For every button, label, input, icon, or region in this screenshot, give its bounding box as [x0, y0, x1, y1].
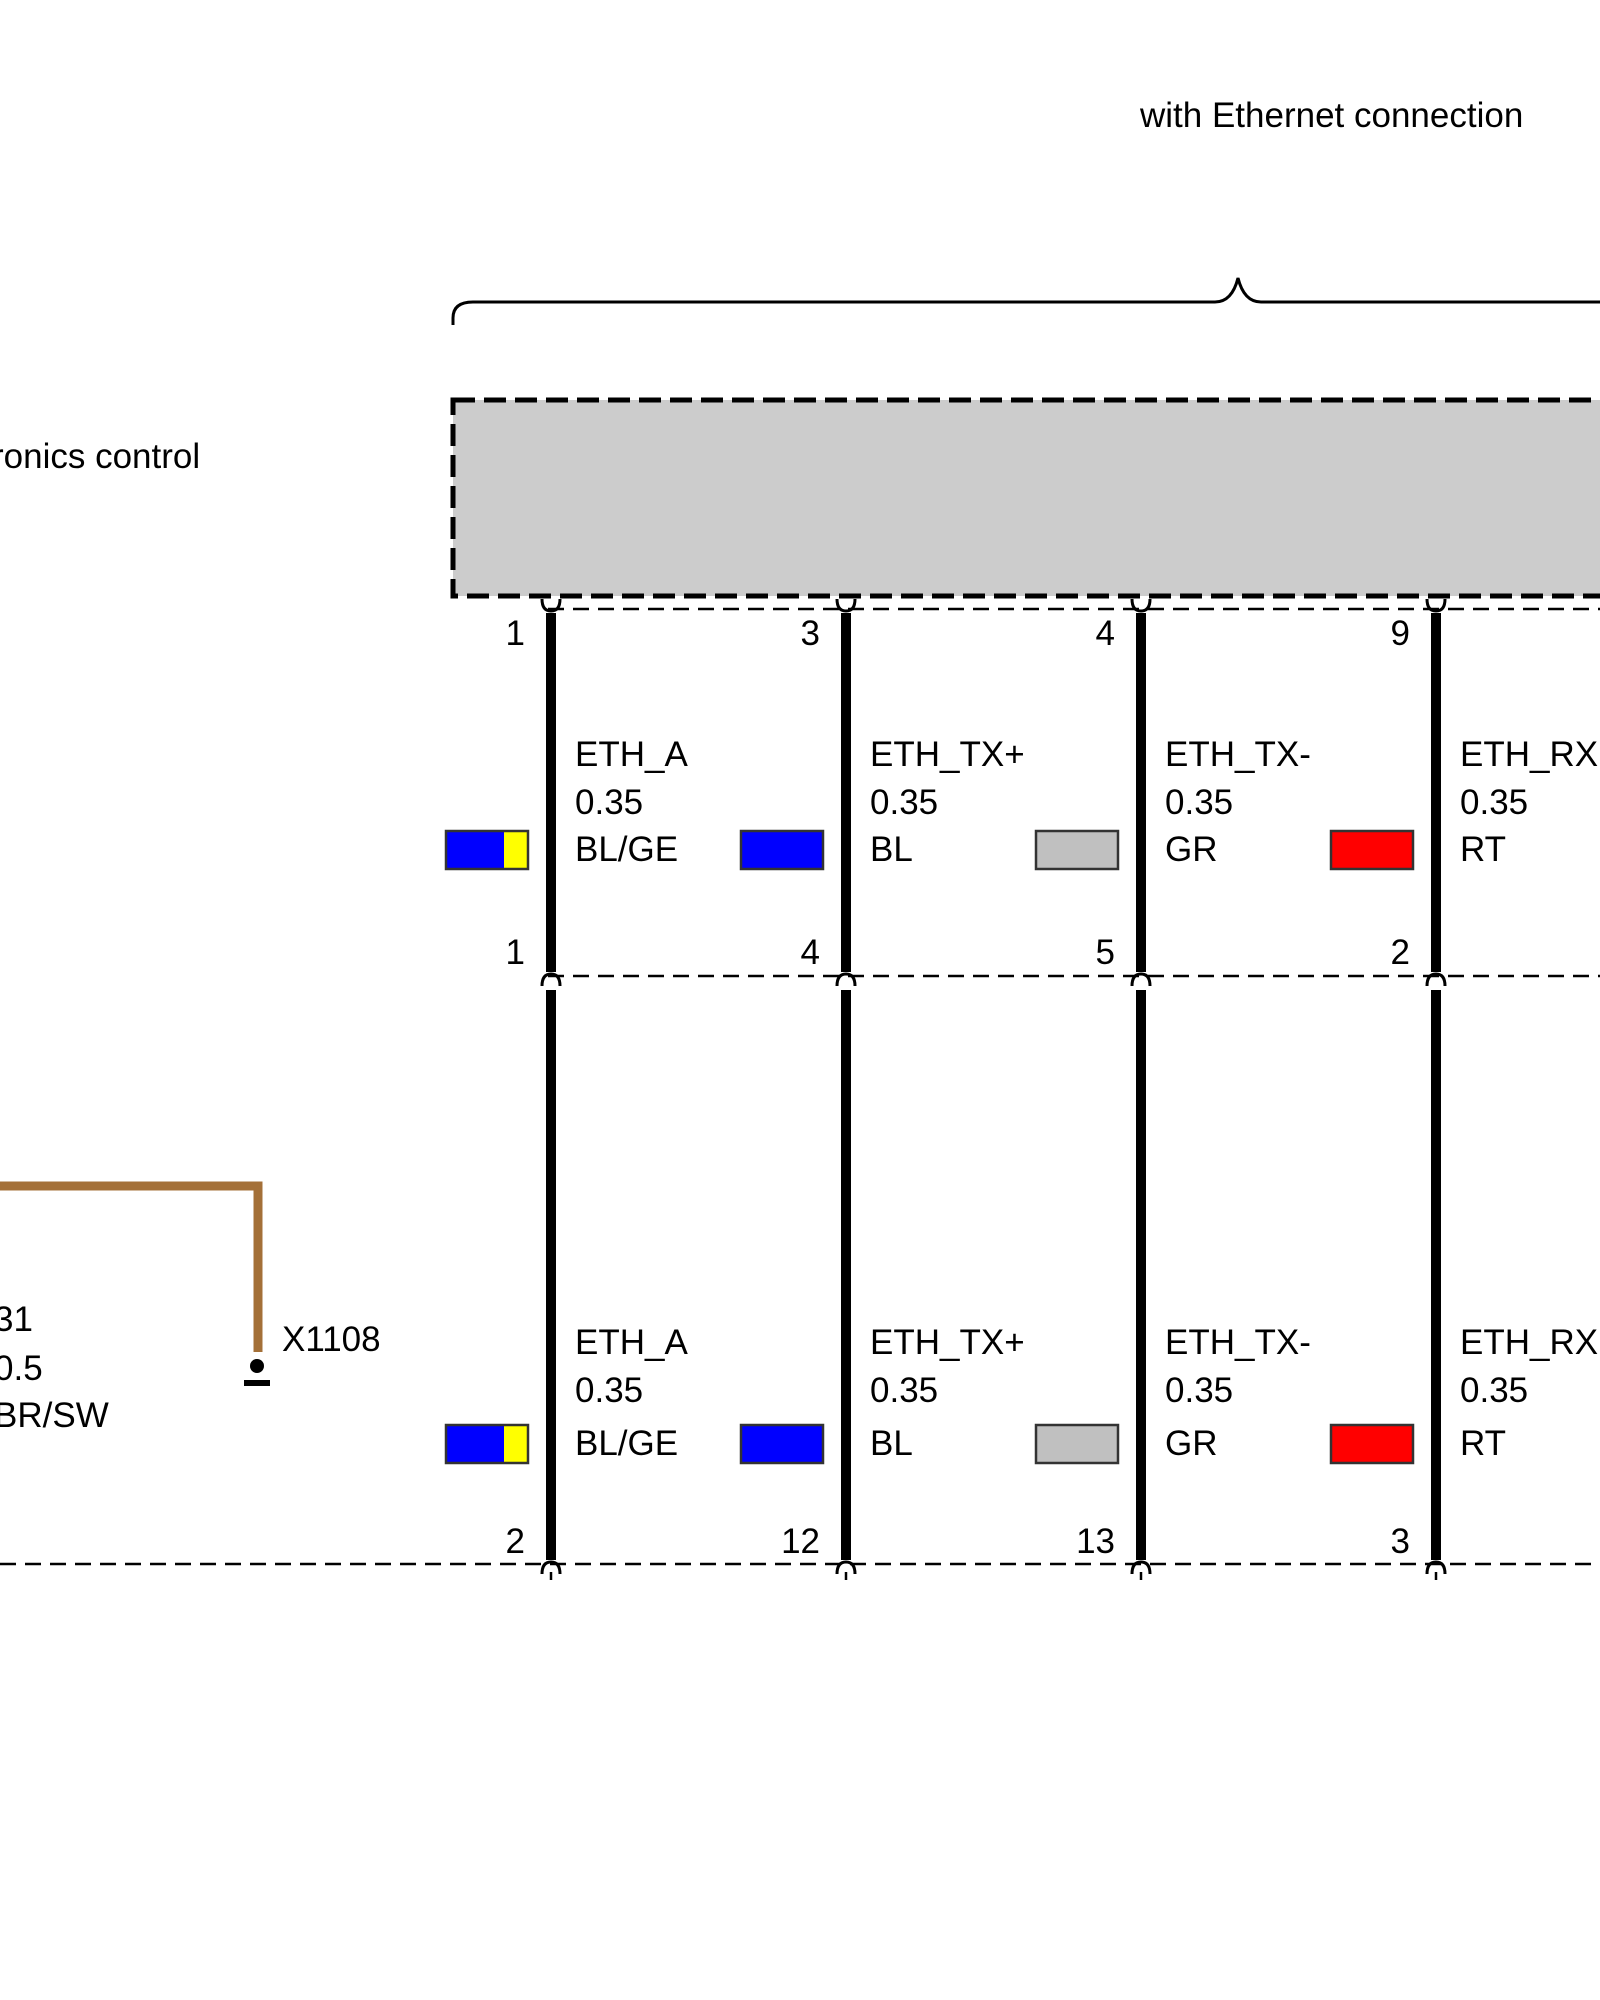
- size-label-lower-1: 0.35: [575, 1371, 643, 1410]
- signal-label-upper-2: ETH_TX+: [870, 735, 1025, 774]
- color-swatch-upper-2: [739, 829, 825, 871]
- size-label-upper-4: 0.35: [1460, 783, 1528, 822]
- contact-mid-upper-2: [835, 972, 857, 987]
- ground-wire-label-line2: 0.5: [0, 1349, 43, 1388]
- ground-wire-label-line1: 31: [0, 1300, 33, 1339]
- group-brace: [451, 277, 1600, 325]
- contact-bottom-2: [835, 1560, 857, 1575]
- contact-bottom-1: [540, 1560, 562, 1575]
- contact-bottom-4: [1425, 1560, 1447, 1575]
- color-swatch-upper-3: [1034, 829, 1120, 871]
- size-label-upper-2: 0.35: [870, 783, 938, 822]
- color-swatch-lower-2: [739, 1423, 825, 1465]
- contact-top-2: [835, 598, 857, 613]
- size-label-lower-3: 0.35: [1165, 1371, 1233, 1410]
- pin-top-1: 1: [506, 614, 525, 653]
- color-code-upper-3: GR: [1165, 830, 1218, 869]
- size-label-lower-2: 0.35: [870, 1371, 938, 1410]
- color-swatch-lower-1-main: [446, 1425, 504, 1463]
- pin-bottom-1: 2: [506, 1522, 525, 1561]
- color-code-lower-2: BL: [870, 1424, 913, 1463]
- signal-label-upper-1: ETH_A: [575, 735, 688, 774]
- contact-top-3: [1130, 598, 1152, 613]
- color-code-lower-3: GR: [1165, 1424, 1218, 1463]
- pin-top-3: 4: [1096, 614, 1115, 653]
- color-code-upper-4: RT: [1460, 830, 1506, 869]
- component-label: ronics control: [0, 437, 200, 476]
- size-label-upper-1: 0.35: [575, 783, 643, 822]
- pin-mid-3: 5: [1096, 933, 1115, 972]
- pin-mid-2: 4: [801, 933, 820, 972]
- color-code-lower-4: RT: [1460, 1424, 1506, 1463]
- contact-mid-upper-3: [1130, 972, 1152, 987]
- color-code-upper-2: BL: [870, 830, 913, 869]
- size-label-upper-3: 0.35: [1165, 783, 1233, 822]
- signal-label-lower-1: ETH_A: [575, 1323, 688, 1362]
- color-swatch-lower-1: [444, 1423, 530, 1465]
- color-swatch-upper-1-stripe: [504, 831, 528, 869]
- color-swatch-lower-4: [1329, 1423, 1415, 1465]
- color-swatch-upper-1: [444, 829, 530, 871]
- pin-top-4: 9: [1391, 614, 1410, 653]
- contact-bottom-3: [1130, 1560, 1152, 1575]
- ground-terminal-icon: [250, 1359, 264, 1373]
- pin-bottom-3: 13: [1076, 1522, 1115, 1561]
- ground-terminal-bar: [244, 1380, 270, 1386]
- pin-top-2: 3: [801, 614, 820, 653]
- color-swatch-upper-4: [1329, 829, 1415, 871]
- color-swatch-upper-1-main: [446, 831, 504, 869]
- color-swatch-lower-1-stripe: [504, 1425, 528, 1463]
- control-module-box: [450, 397, 1600, 599]
- pin-mid-1: 1: [506, 933, 525, 972]
- color-code-upper-1: BL/GE: [575, 830, 678, 869]
- size-label-lower-4: 0.35: [1460, 1371, 1528, 1410]
- signal-label-lower-2: ETH_TX+: [870, 1323, 1025, 1362]
- pin-bottom-2: 12: [781, 1522, 820, 1561]
- color-code-lower-1: BL/GE: [575, 1424, 678, 1463]
- signal-label-lower-4: ETH_RX: [1460, 1323, 1598, 1362]
- ground-terminal-label: X1108: [282, 1320, 381, 1359]
- signal-label-upper-3: ETH_TX-: [1165, 735, 1311, 774]
- color-swatch-lower-3: [1034, 1423, 1120, 1465]
- diagram-title: with Ethernet connection: [1139, 96, 1523, 135]
- contact-top-4: [1425, 598, 1447, 613]
- pin-mid-4: 2: [1391, 933, 1410, 972]
- signal-label-lower-3: ETH_TX-: [1165, 1323, 1311, 1362]
- contact-top-1: [540, 598, 562, 613]
- pin-bottom-4: 3: [1391, 1522, 1410, 1561]
- signal-label-upper-4: ETH_RX: [1460, 735, 1598, 774]
- ground-wire: [0, 1181, 263, 1352]
- wire-layer: 11ETH_A0.35BL/GE34ETH_TX+0.35BL45ETH_TX-…: [444, 598, 1598, 1580]
- contact-mid-upper-4: [1425, 972, 1447, 987]
- contact-mid-upper-1: [540, 972, 562, 987]
- ground-wire-label-line3: BR/SW: [0, 1396, 109, 1435]
